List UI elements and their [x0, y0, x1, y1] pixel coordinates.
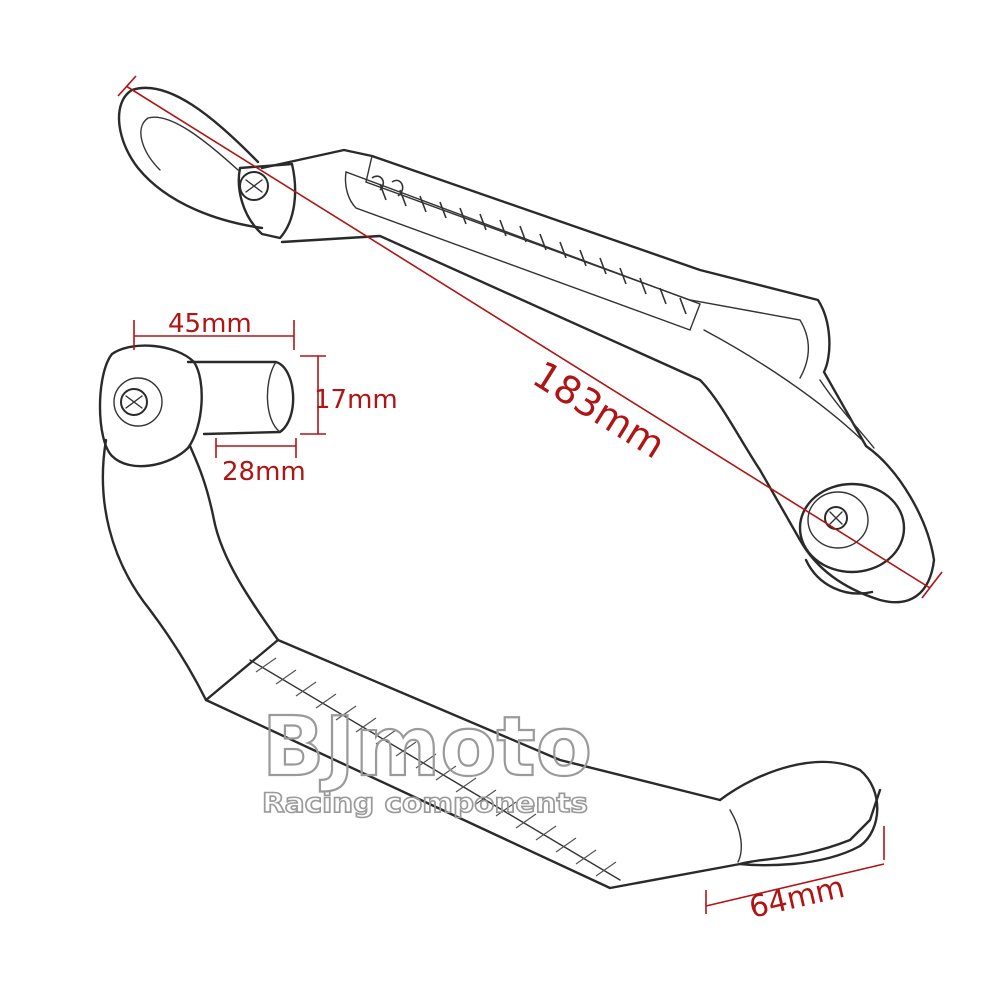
bolt-icon: [120, 388, 148, 416]
dimension-clamp-length: 45mm: [133, 309, 295, 350]
handguard-upper-view: [117, 86, 936, 604]
dimension-guard-end-length: 64mm: [705, 826, 885, 926]
dimension-end-diameter: 17mm: [300, 355, 398, 435]
dimension-insert-length: 28mm: [215, 438, 306, 487]
watermark: BJmoto Racing components: [261, 699, 593, 820]
dimension-label-diameter: 17mm: [314, 385, 398, 415]
watermark-brand: BJmoto: [262, 700, 592, 795]
knurl-pattern: [255, 657, 617, 877]
dimension-label-insert: 28mm: [222, 457, 306, 487]
dimension-label-clamp: 45mm: [168, 309, 252, 339]
dimension-label-overall: 183mm: [525, 352, 673, 467]
handguard-lower-view: [98, 344, 882, 890]
bolt-icon: [239, 171, 269, 201]
dimension-label-guard-end: 64mm: [746, 870, 848, 926]
watermark-tagline: Racing components: [262, 788, 588, 819]
knurl-pattern: [371, 175, 687, 315]
